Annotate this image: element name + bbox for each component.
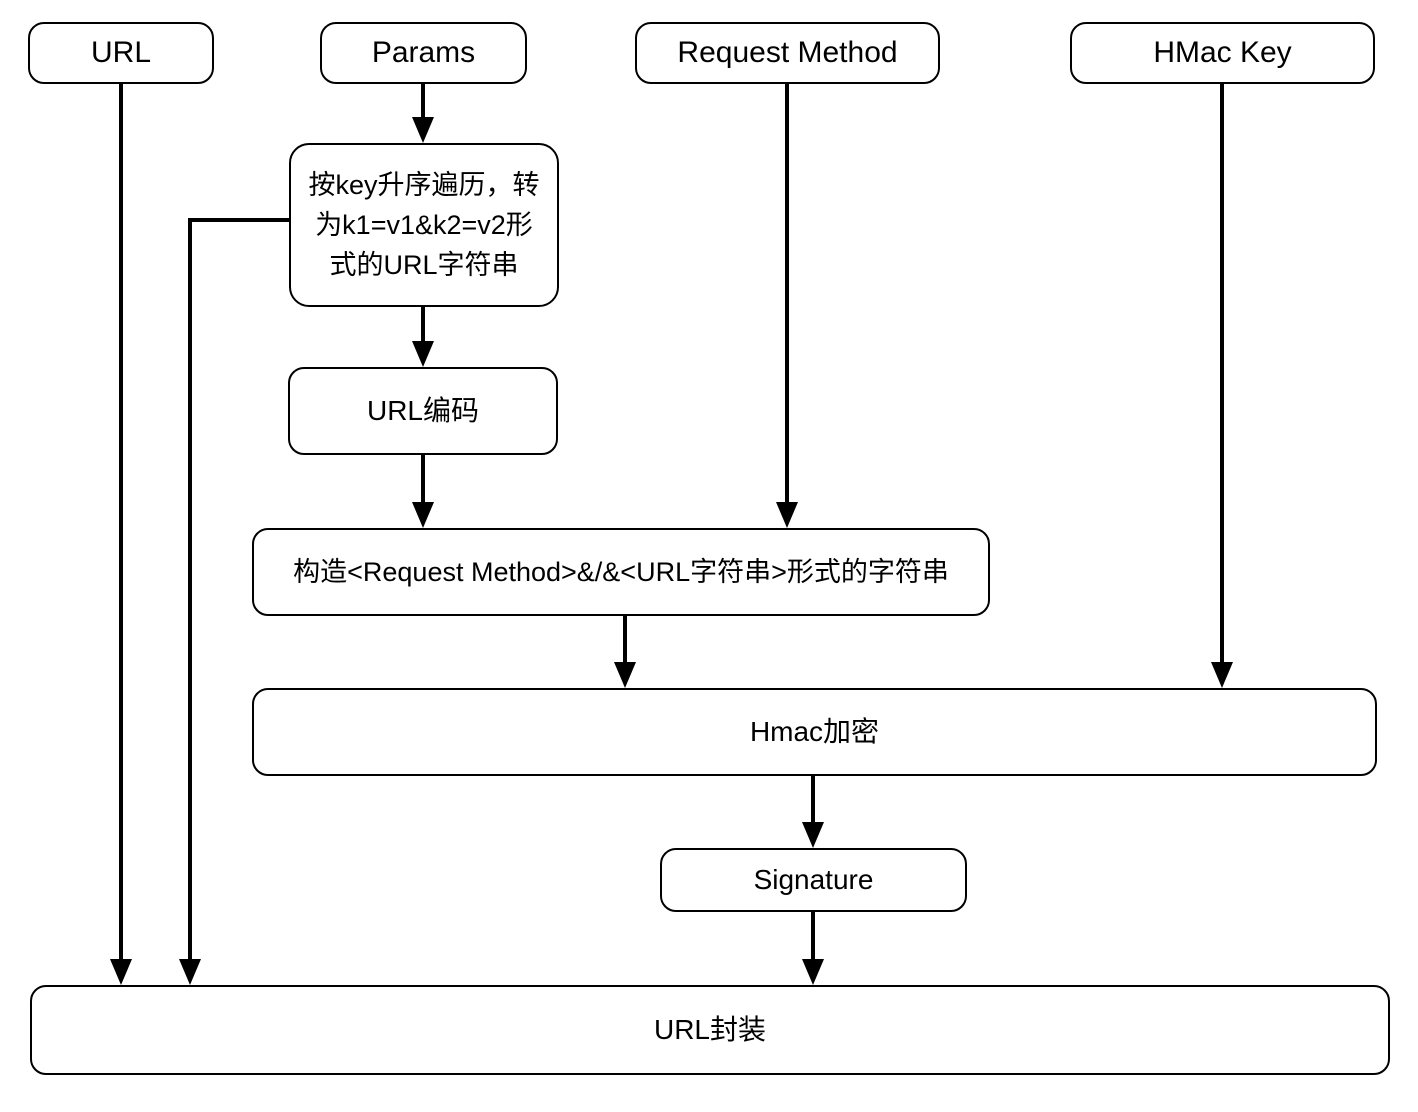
edge-sort-to-package-vline (188, 218, 192, 961)
edge-request-method-to-build-arrowhead-icon (776, 502, 798, 528)
node-request-method-label: Request Method (677, 36, 898, 69)
node-url-encode-label: URL编码 (366, 395, 479, 426)
node-hmac-encrypt: Hmac加密 (252, 688, 1377, 776)
edge-sort-to-package-arrowhead-icon (179, 959, 201, 985)
node-build-string-label: 构造<Request Method>&/&<URL字符串>形式的字符串 (293, 557, 949, 587)
edge-encode-to-build-line (421, 455, 425, 504)
edge-hmac-to-signature-line (811, 776, 815, 824)
edge-hmac-key-to-hmac-line (1220, 84, 1224, 664)
node-params-label: Params (371, 36, 476, 69)
node-hmac-encrypt-label: Hmac加密 (749, 716, 880, 747)
edge-signature-to-package-arrowhead-icon (802, 959, 824, 985)
edge-build-to-hmac-arrowhead-icon (614, 662, 636, 688)
node-hmac-key-label: HMac Key (1153, 36, 1292, 69)
edge-params-to-sort-arrowhead-icon (412, 117, 434, 143)
edge-build-to-hmac-line (623, 616, 627, 664)
edge-sort-to-encode-line (421, 307, 425, 343)
node-url-label: URL (90, 36, 151, 69)
node-sort-params-label: 按key升序遍历，转为k1=v1&k2=v2形式的URL字符串 (308, 170, 540, 280)
node-params: Params (320, 22, 527, 84)
node-sort-params: 按key升序遍历，转为k1=v1&k2=v2形式的URL字符串 (289, 143, 559, 307)
node-url-encode: URL编码 (288, 367, 558, 455)
edge-hmac-to-signature-arrowhead-icon (802, 822, 824, 848)
node-signature: Signature (660, 848, 967, 912)
node-url: URL (28, 22, 214, 84)
edge-encode-to-build-arrowhead-icon (412, 502, 434, 528)
edge-url-to-package-line (119, 84, 123, 961)
edge-params-to-sort-line (421, 84, 425, 119)
edge-hmac-key-to-hmac-arrowhead-icon (1211, 662, 1233, 688)
edge-signature-to-package-line (811, 912, 815, 961)
edge-sort-to-encode-arrowhead-icon (412, 341, 434, 367)
edge-request-method-to-build-line (785, 84, 789, 504)
node-hmac-key: HMac Key (1070, 22, 1375, 84)
node-request-method: Request Method (635, 22, 940, 84)
node-url-package: URL封装 (30, 985, 1390, 1075)
node-url-package-label: URL封装 (653, 1014, 766, 1045)
edge-sort-to-package-hline (190, 218, 289, 222)
node-signature-label: Signature (753, 864, 874, 895)
node-build-string: 构造<Request Method>&/&<URL字符串>形式的字符串 (252, 528, 990, 616)
edge-url-to-package-arrowhead-icon (110, 959, 132, 985)
